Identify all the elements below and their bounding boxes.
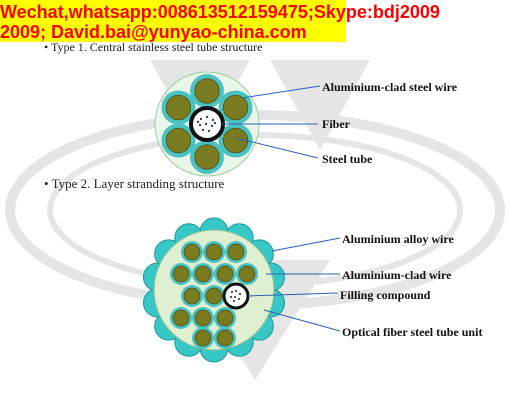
callout-line-tube — [235, 137, 319, 159]
aluminium-clad-wire-core — [194, 309, 212, 327]
aluminium-clad-wire-core — [172, 265, 190, 283]
fiber — [201, 128, 205, 132]
fiber — [204, 122, 208, 126]
fiber — [199, 117, 203, 121]
fiber — [205, 115, 209, 119]
fiber — [196, 120, 200, 124]
aluminium-clad-wire-core — [216, 329, 234, 347]
fiber — [211, 118, 215, 122]
callout-line-unit — [263, 309, 341, 332]
type1-caption: • Type 1. Central stainless steel tube s… — [44, 40, 263, 54]
type2-caption: • Type 2. Layer stranding structure — [44, 176, 225, 191]
aluminium-clad-wire-core — [227, 243, 245, 261]
aluminium-clad-steel-wire-core — [194, 144, 220, 170]
label-aluminium-clad-steel-wire: Aluminium-clad steel wire — [322, 80, 458, 94]
label-fiber: Fiber — [322, 117, 350, 131]
aluminium-clad-wire-core — [205, 287, 223, 305]
fiber — [233, 295, 237, 299]
fiber — [230, 290, 234, 294]
aluminium-clad-wire-core — [183, 287, 201, 305]
fiber — [234, 289, 238, 293]
fiber — [229, 295, 233, 299]
aluminium-clad-wire-core — [194, 329, 212, 347]
label-aluminium-alloy-wire: Aluminium alloy wire — [342, 232, 454, 246]
aluminium-clad-wire-core — [183, 243, 201, 261]
aluminium-clad-steel-wire-core — [222, 94, 249, 121]
fiber — [207, 129, 211, 133]
fiber — [238, 292, 242, 296]
optical-fiber-steel-tube-unit — [222, 282, 250, 310]
fiber — [237, 297, 241, 301]
label-optical-fiber-steel-tube-unit: Optical fiber steel tube unit — [342, 325, 483, 339]
banner-email-line: 2009; David.bai@yunyao-china.com — [0, 22, 307, 42]
label-aluminium-clad-wire: Aluminium-clad wire — [342, 268, 452, 282]
aluminium-clad-steel-wire-core — [165, 127, 192, 154]
aluminium-clad-wire-core — [216, 265, 234, 283]
aluminium-clad-wire-core — [216, 309, 234, 327]
callout-line-wire — [241, 85, 321, 99]
label-filling-compound: Filling compound — [340, 288, 431, 302]
aluminium-clad-wire-core — [194, 265, 212, 283]
aluminium-clad-steel-wire-core — [194, 78, 220, 104]
fiber — [232, 299, 236, 303]
aluminium-clad-wire-core — [172, 309, 190, 327]
callout-line-alloy — [271, 237, 341, 252]
contact-banner: Wechat,whatsapp:008613512159475;Skype:bd… — [0, 0, 440, 42]
fiber — [213, 121, 217, 125]
callout-lines — [222, 85, 341, 332]
aluminium-clad-steel-wire-core — [165, 94, 192, 121]
banner-contact-line: Wechat,whatsapp:008613512159475;Skype:bd… — [0, 2, 440, 22]
fiber — [198, 123, 202, 127]
aluminium-clad-wire-core — [238, 265, 256, 283]
type2-cross-section — [142, 217, 286, 363]
label-steel-tube: Steel tube — [322, 152, 373, 166]
aluminium-clad-wire-core — [205, 243, 223, 261]
callout-line-filling — [247, 292, 339, 297]
fiber — [210, 124, 214, 128]
